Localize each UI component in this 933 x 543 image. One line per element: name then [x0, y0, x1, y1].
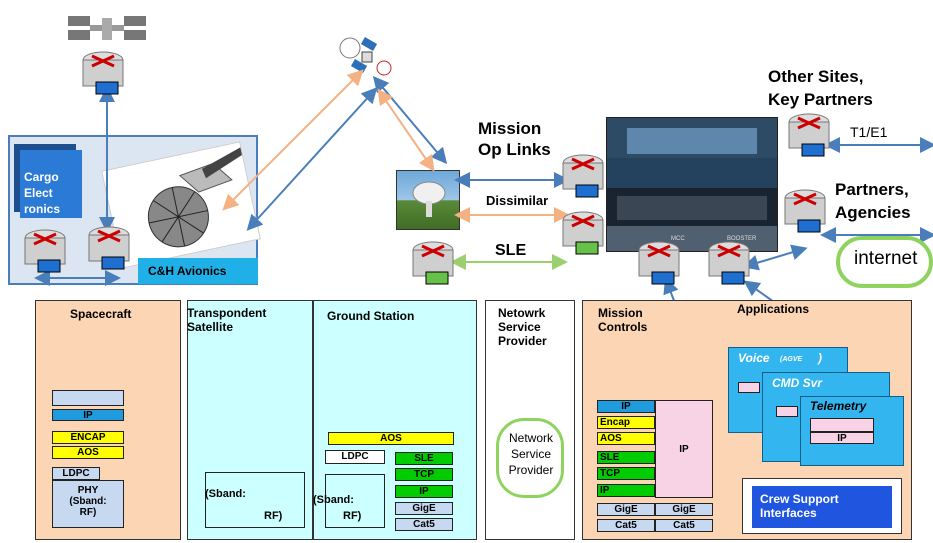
mcc-label: MCC	[671, 236, 685, 242]
mission-op-links-label: Mission Op Links	[478, 119, 551, 159]
transponder-rf: RF)	[264, 510, 283, 522]
voice-agve-label: (AGVE	[780, 356, 803, 363]
telemetry-inner-box	[810, 418, 874, 432]
ground-sle-layer: SLE	[395, 452, 453, 465]
ground-tcp-layer: TCP	[395, 468, 453, 481]
ground-station-panel	[313, 300, 477, 540]
mission-ip-layer: IP	[597, 400, 655, 413]
spacecraft-ldpc-layer: LDPC	[52, 467, 100, 480]
transponder-phy-box	[205, 472, 305, 528]
ground-rf: RF)	[343, 510, 362, 522]
ground-cat5-layer: Cat5	[395, 518, 453, 531]
t1e1-label: T1/E1	[850, 124, 888, 140]
transponder-sband: (Sband:	[205, 488, 246, 500]
ground-phy-box	[325, 474, 385, 528]
nsp-cloud	[496, 418, 564, 498]
dissimilar-label: Dissimilar	[486, 193, 549, 208]
router-cargo-icon	[22, 228, 68, 276]
ground-ldpc-layer: LDPC	[325, 450, 385, 464]
router-mcc-left-icon	[636, 240, 682, 288]
router-dissimilar-icon	[560, 210, 606, 258]
avionics-label-box: C&H Avionics	[138, 258, 258, 284]
sle-link-label: SLE	[495, 242, 527, 259]
spacecraft-empty-layer	[52, 390, 124, 406]
ground-aos-layer: AOS	[328, 432, 454, 445]
router-mission-op-icon	[560, 153, 606, 201]
other-sites-label: Other Sites, Key Partners	[768, 67, 873, 109]
ground-ip-layer: IP	[395, 485, 453, 498]
router-station-icon	[80, 50, 126, 98]
router-avionics-icon	[86, 225, 132, 273]
mission-ip-box-label: IP	[679, 444, 689, 455]
mission-gige2-layer: GigE	[655, 503, 713, 516]
mission-gige1-layer: GigE	[597, 503, 655, 516]
avionics-label: C&H Avionics	[148, 264, 227, 278]
internet-cloud	[836, 236, 933, 288]
spacecraft-title: Spacecraft	[70, 307, 132, 321]
mission-cat5-2-layer: Cat5	[655, 519, 713, 532]
ground-gige-layer: GigE	[395, 502, 453, 515]
internet-label: internet	[854, 248, 918, 269]
spacecraft-aos-layer: AOS	[52, 446, 124, 459]
spacecraft-ip-layer: IP	[52, 409, 124, 421]
voice-close-label: )	[818, 351, 822, 365]
cargo-electronics-label: Cargo Elect ronics	[24, 170, 61, 216]
mission-cat5-1-layer: Cat5	[597, 519, 655, 532]
nsp-cloud-label: Network Service Provider	[508, 431, 554, 477]
booster-label: BOOSTER	[727, 236, 757, 242]
mission-control-photo: MCC BOOSTER	[606, 117, 778, 252]
applications-title: Applications	[737, 302, 810, 316]
cmd-label: CMD Svr	[772, 376, 823, 390]
mission-ip2-layer: IP	[597, 484, 655, 497]
ground-station-title: Ground Station	[327, 309, 415, 323]
router-other-sites-icon	[786, 112, 832, 160]
voice-inner-box	[738, 382, 760, 393]
mission-aos-layer: AOS	[597, 432, 655, 445]
relay-satellite-image	[332, 28, 407, 88]
partners-label: Partners, Agencies	[835, 180, 911, 222]
ground-antenna-photo	[396, 170, 460, 230]
space-station-image	[58, 8, 158, 48]
cmd-inner-box	[776, 406, 798, 417]
ground-sband: (Sband:	[313, 494, 354, 506]
mission-controls-title: Mission Controls	[598, 306, 648, 334]
router-ground-icon	[410, 240, 456, 288]
transponder-title: Transpondent Satellite	[187, 306, 267, 334]
telemetry-label: Telemetry	[810, 399, 867, 413]
cargo-electronics-box: Cargo Elect ronics	[20, 150, 82, 218]
router-partners-icon	[782, 188, 828, 236]
mission-tcp-layer: TCP	[597, 467, 655, 480]
mission-encap-layer: Encap	[597, 416, 655, 429]
router-mcc-right-icon	[706, 240, 752, 288]
spacecraft-encap-layer: ENCAP	[52, 431, 124, 444]
telemetry-ip-layer: IP	[810, 432, 874, 444]
mission-ip-box: IP	[655, 400, 713, 498]
nsp-title: Netowrk Service Provider	[498, 306, 547, 348]
mission-sle-layer: SLE	[597, 451, 655, 464]
crew-support-label: Crew Support Interfaces	[752, 486, 892, 528]
spacecraft-phy-layer: PHY (Sband: RF)	[52, 480, 124, 528]
voice-label: Voice	[738, 351, 770, 365]
